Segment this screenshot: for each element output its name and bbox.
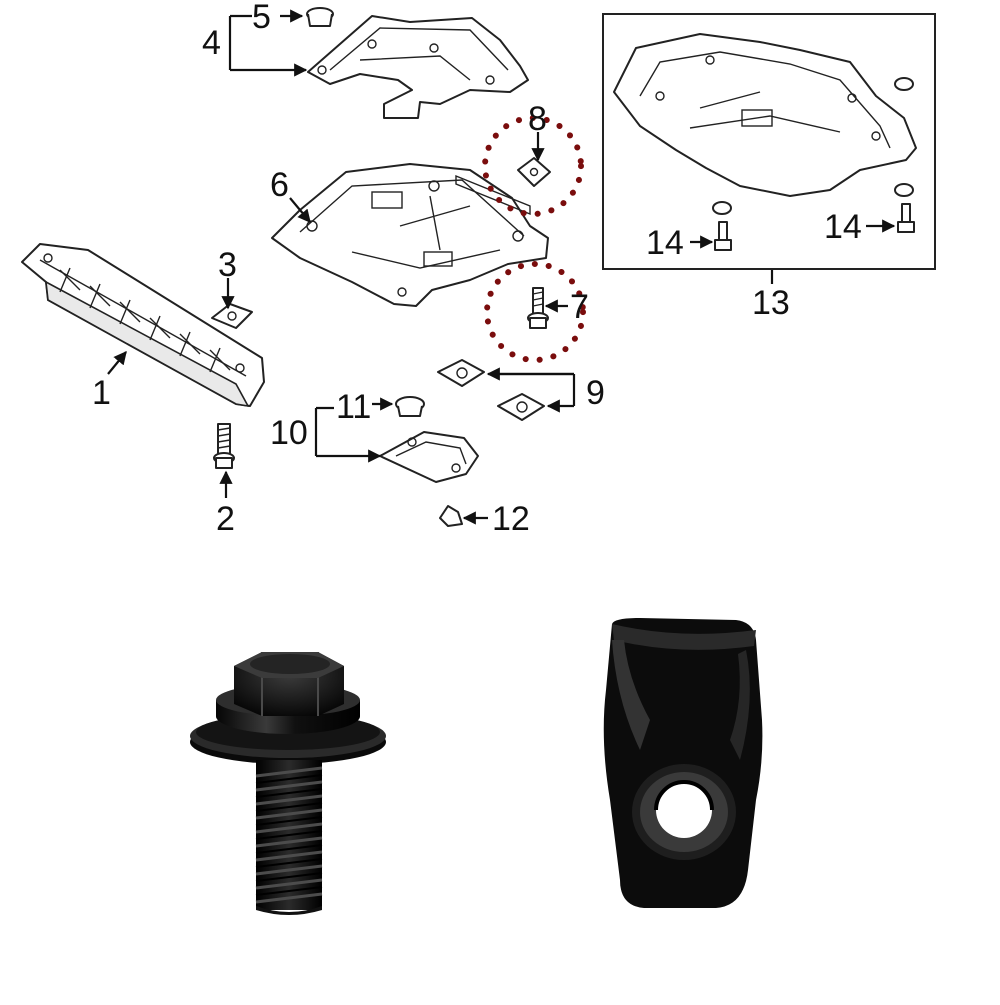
part-7-flange-bolt	[527, 287, 549, 329]
callout-2: 2	[216, 500, 235, 538]
callout-12: 12	[492, 500, 530, 538]
callout-11: 11	[336, 388, 371, 426]
callout-14-right: 14	[824, 208, 862, 246]
part-1-air-deflector	[21, 243, 265, 408]
callout-4: 4	[202, 24, 221, 62]
part-8-u-nut	[517, 157, 551, 187]
part-11-push-clip	[395, 396, 425, 417]
flange-bolt-photo	[190, 652, 386, 915]
callout-10: 10	[270, 414, 308, 452]
leader-lines	[107, 9, 896, 525]
part-3-clip-nut	[211, 303, 253, 329]
u-nut-clip-photo	[603, 618, 763, 908]
callout-5: 5	[252, 0, 271, 36]
callout-6: 6	[270, 166, 289, 204]
callout-numbers: 5 4 8 6 3 7 1 9 11 10 2 12 13 14 14	[92, 0, 862, 538]
callout-14-left: 14	[646, 224, 684, 262]
part-6-splash-shield	[271, 163, 549, 307]
part-10-small-shield	[379, 431, 479, 483]
part-5-push-clip	[306, 7, 334, 27]
part-4-upper-shield	[307, 15, 529, 119]
callout-8: 8	[528, 100, 547, 138]
callout-9: 9	[586, 374, 605, 412]
part-9-retainers	[437, 359, 545, 421]
callout-7: 7	[570, 288, 589, 326]
highlight-circles	[482, 115, 586, 363]
part-2-bolt	[213, 423, 235, 469]
part-12-clip	[439, 505, 463, 527]
callout-13: 13	[752, 284, 790, 322]
callout-3: 3	[218, 246, 237, 284]
callout-1: 1	[92, 374, 111, 412]
part-13-engine-cover-box	[602, 13, 936, 270]
